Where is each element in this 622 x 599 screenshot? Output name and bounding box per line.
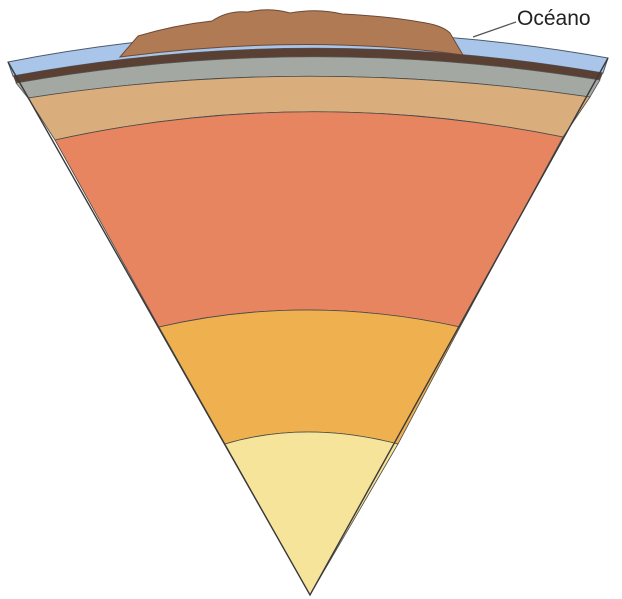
ocean-label: Océano [517,8,591,29]
layer-inner-core [225,432,398,595]
layer-outer-core [159,310,460,444]
layer-lower-mantle [55,112,563,327]
ocean-leader-line [473,22,516,37]
